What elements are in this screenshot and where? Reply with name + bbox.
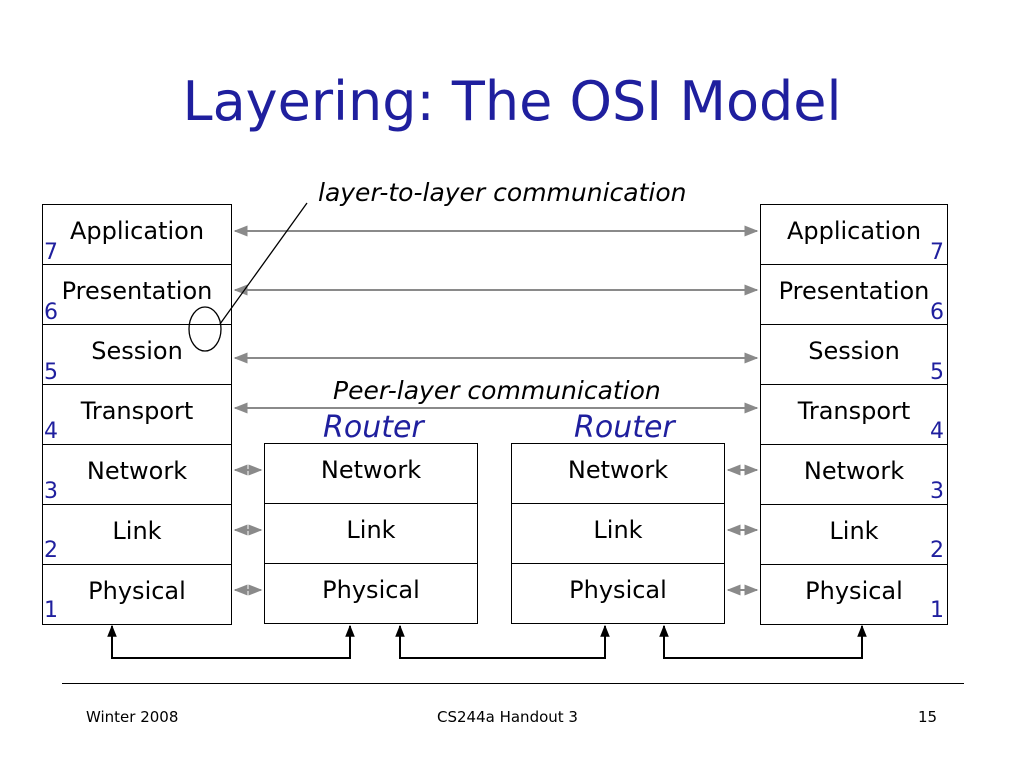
router2-layer-network: Network <box>511 444 725 504</box>
footer-center: CS244a Handout 3 <box>437 708 578 726</box>
router-1-stack: Network Link Physical <box>264 443 478 624</box>
router-label-2: Router <box>574 410 675 445</box>
left-num-7: 7 <box>44 240 58 265</box>
left-num-2: 2 <box>44 538 58 563</box>
router1-layer-link: Link <box>264 504 478 564</box>
footer-divider <box>62 683 964 684</box>
right-host-stack: Application Presentation Session Transpo… <box>760 204 948 625</box>
right-num-7: 7 <box>930 240 944 265</box>
right-num-2: 2 <box>930 538 944 563</box>
router-2-stack: Network Link Physical <box>511 443 725 624</box>
left-host-stack: Application Presentation Session Transpo… <box>42 204 232 625</box>
left-layer-physical: Physical <box>42 565 232 625</box>
right-num-4: 4 <box>930 419 944 444</box>
right-layer-presentation: Presentation <box>760 265 948 325</box>
left-num-4: 4 <box>44 419 58 444</box>
right-layer-application: Application <box>760 205 948 265</box>
right-layer-session: Session <box>760 325 948 385</box>
annotation-pointer <box>219 202 308 325</box>
right-layer-transport: Transport <box>760 385 948 445</box>
left-num-3: 3 <box>44 479 58 504</box>
left-layer-transport: Transport <box>42 385 232 445</box>
annotation-circle <box>188 306 222 352</box>
router1-layer-network: Network <box>264 444 478 504</box>
left-layer-link: Link <box>42 505 232 565</box>
right-layer-network: Network <box>760 445 948 505</box>
right-num-5: 5 <box>930 360 944 385</box>
right-num-3: 3 <box>930 479 944 504</box>
left-layer-network: Network <box>42 445 232 505</box>
physical-link-host-router1 <box>107 624 355 659</box>
left-num-5: 5 <box>44 360 58 385</box>
right-num-1: 1 <box>930 598 944 623</box>
slide-title: Layering: The OSI Model <box>182 70 842 133</box>
physical-link-router1-router2 <box>395 624 610 659</box>
router2-layer-physical: Physical <box>511 564 725 624</box>
right-layer-physical: Physical <box>760 565 948 625</box>
page-number: 15 <box>918 708 938 726</box>
left-num-6: 6 <box>44 300 58 325</box>
left-num-1: 1 <box>44 598 58 623</box>
left-layer-presentation: Presentation <box>42 265 232 325</box>
physical-link-router2-host <box>659 624 867 659</box>
router1-layer-physical: Physical <box>264 564 478 624</box>
left-layer-session: Session <box>42 325 232 385</box>
right-num-6: 6 <box>930 300 944 325</box>
right-layer-link: Link <box>760 505 948 565</box>
router2-layer-link: Link <box>511 504 725 564</box>
router-label-1: Router <box>323 410 424 445</box>
layer-to-layer-label: layer-to-layer communication <box>318 178 687 207</box>
footer-left: Winter 2008 <box>86 708 179 726</box>
left-layer-application: Application <box>42 205 232 265</box>
peer-layer-label: Peer-layer communication <box>333 376 661 405</box>
